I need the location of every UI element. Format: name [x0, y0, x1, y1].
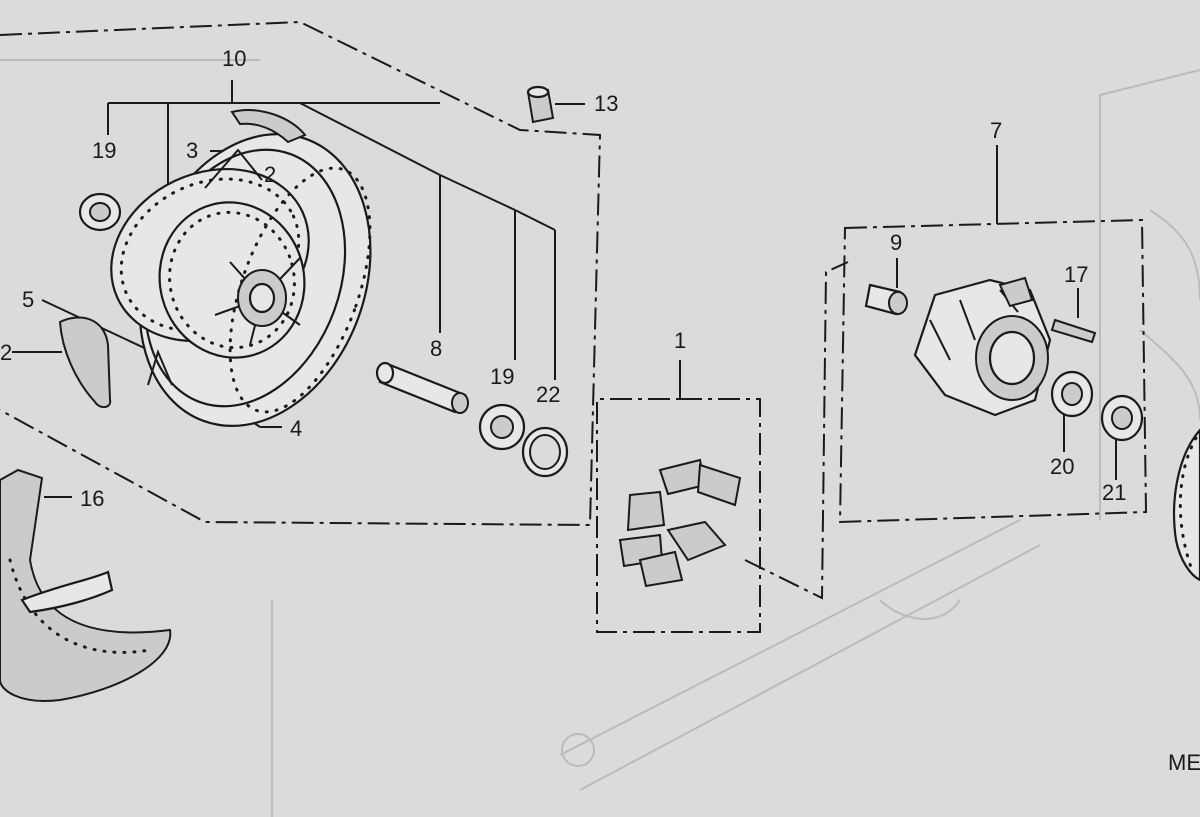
swingarm-dots	[8, 558, 152, 654]
callout-2-lower: 2	[0, 340, 12, 365]
callout-10: 10	[222, 46, 246, 71]
o-ring	[521, 426, 569, 478]
background-ghost-drawing	[0, 59, 1200, 817]
rear-wheel	[110, 133, 372, 427]
balance-weight-left	[147, 349, 173, 386]
callout-2-upper: 2	[264, 162, 276, 187]
callout-21: 21	[1102, 480, 1126, 505]
bearing-right	[478, 403, 526, 451]
callout-16: 16	[80, 486, 104, 511]
callout-19-left: 19	[92, 138, 116, 163]
hub-leader-lines	[896, 258, 1117, 480]
valve-cap-top	[526, 85, 550, 99]
callout-20: 20	[1050, 454, 1074, 479]
axle-collar	[375, 361, 469, 414]
hub-bearing	[1050, 370, 1094, 418]
hub-collar	[864, 283, 908, 316]
driven-sprocket-partial	[1173, 428, 1200, 582]
callout-1: 1	[674, 328, 686, 353]
callout-3: 3	[186, 138, 198, 163]
driven-flange-hub	[913, 276, 1052, 417]
callout-19-right: 19	[490, 364, 514, 389]
hub-oil-seal	[1100, 394, 1144, 442]
callout-8: 8	[430, 336, 442, 361]
hub-link-line	[744, 261, 849, 600]
rim-strip-lower	[58, 316, 112, 408]
callout-labels: 10 19 3 2 5 2 4 16 13 8 19 22 1 7 9 17 2…	[0, 46, 1200, 775]
bearing-left	[78, 192, 122, 232]
stud	[1050, 318, 1097, 344]
callout-5: 5	[22, 287, 34, 312]
callout-22: 22	[536, 382, 560, 407]
wheel-group-boundary	[0, 20, 602, 527]
damper-rubber-box	[596, 360, 761, 633]
balance-weight-top	[204, 148, 263, 189]
callout-17: 17	[1064, 262, 1088, 287]
callout-13: 13	[594, 91, 618, 116]
callout-4: 4	[290, 416, 302, 441]
swingarm-fork	[20, 570, 114, 614]
callout-7: 7	[990, 118, 1002, 143]
corner-code: ME	[1168, 750, 1200, 775]
rim-strip-upper	[230, 109, 307, 144]
hub-assembly-box	[838, 145, 1148, 524]
callout-9: 9	[890, 230, 902, 255]
